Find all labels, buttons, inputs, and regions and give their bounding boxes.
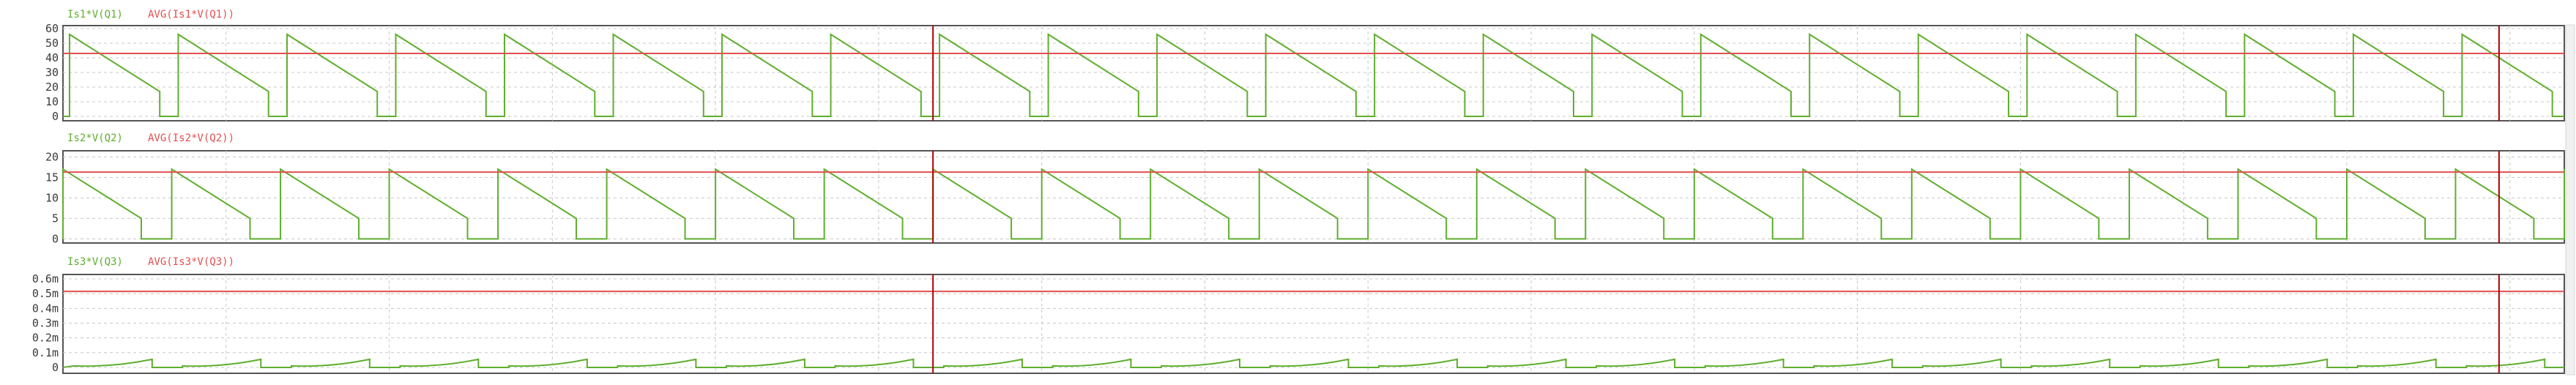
vertical-scrollbar[interactable] — [2565, 24, 2575, 375]
plot-area-pane-3[interactable] — [62, 274, 2565, 374]
trace-is3-q3 — [62, 358, 2564, 368]
y-tick-label: 0 — [52, 361, 59, 374]
y-tick-label: 40 — [45, 51, 59, 64]
y-tick-label: 0 — [52, 232, 59, 245]
y-tick-label: 0.1m — [32, 346, 59, 359]
x-grid-pane-3 — [226, 274, 2511, 373]
plot-area-pane-2[interactable] — [62, 150, 2565, 244]
cursor-lines — [932, 26, 2500, 373]
trace-is2-q2 — [62, 168, 2565, 240]
pane-is3-q3: Is3*V(Q3) AVG(Is3*V(Q3)) 0.6m 0.5m 0.4m0.3… — [32, 256, 2565, 374]
y-tick-label: 60 — [45, 22, 59, 35]
y-tick-label: 10 — [45, 95, 59, 108]
y-tick-label: 20 — [45, 81, 59, 94]
y-tick-label: 50 — [45, 37, 59, 50]
y-tick-label: 0 — [52, 110, 59, 123]
trace-label-avg-is1[interactable]: AVG(Is1*V(Q1)) — [148, 9, 234, 20]
trace-label-is3[interactable]: Is3*V(Q3) — [67, 256, 123, 268]
trace-label-avg-is3[interactable]: AVG(Is3*V(Q3)) — [148, 256, 234, 268]
y-tick-label: 0.6m — [32, 272, 59, 285]
trace-label-is2[interactable]: Is2*V(Q2) — [67, 132, 123, 144]
pane-is2-q2: Is2*V(Q2) AVG(Is2*V(Q2)) 0 5 10 15 20 — [45, 132, 2565, 245]
y-tick-label: 0.3m — [32, 316, 59, 329]
y-tick-label: 30 — [45, 66, 59, 79]
trace-label-is1[interactable]: Is1*V(Q1) — [67, 9, 123, 20]
y-tick-label: 5 — [52, 212, 59, 225]
y-tick-label: 0.4m — [32, 302, 59, 315]
y-tick-label: 0.5m — [32, 287, 59, 300]
plot-area-pane-1[interactable] — [62, 25, 2565, 122]
y-tick-label: 20 — [45, 150, 59, 163]
y-tick-label: 0.2m — [32, 332, 59, 345]
y-axis-ticks-pane-3: 0.6m 0.5m 0.4m0.3m 0.2m0.1m 0 — [32, 272, 59, 374]
y-tick-label: 15 — [45, 171, 59, 184]
y-tick-label: 10 — [45, 191, 59, 204]
y-axis-ticks-pane-2: 0 5 10 15 20 — [45, 150, 59, 245]
trace-label-avg-is2[interactable]: AVG(Is2*V(Q2)) — [148, 132, 234, 144]
trace-is1-q1 — [63, 33, 2564, 117]
x-grid-pane-1 — [226, 26, 2511, 121]
